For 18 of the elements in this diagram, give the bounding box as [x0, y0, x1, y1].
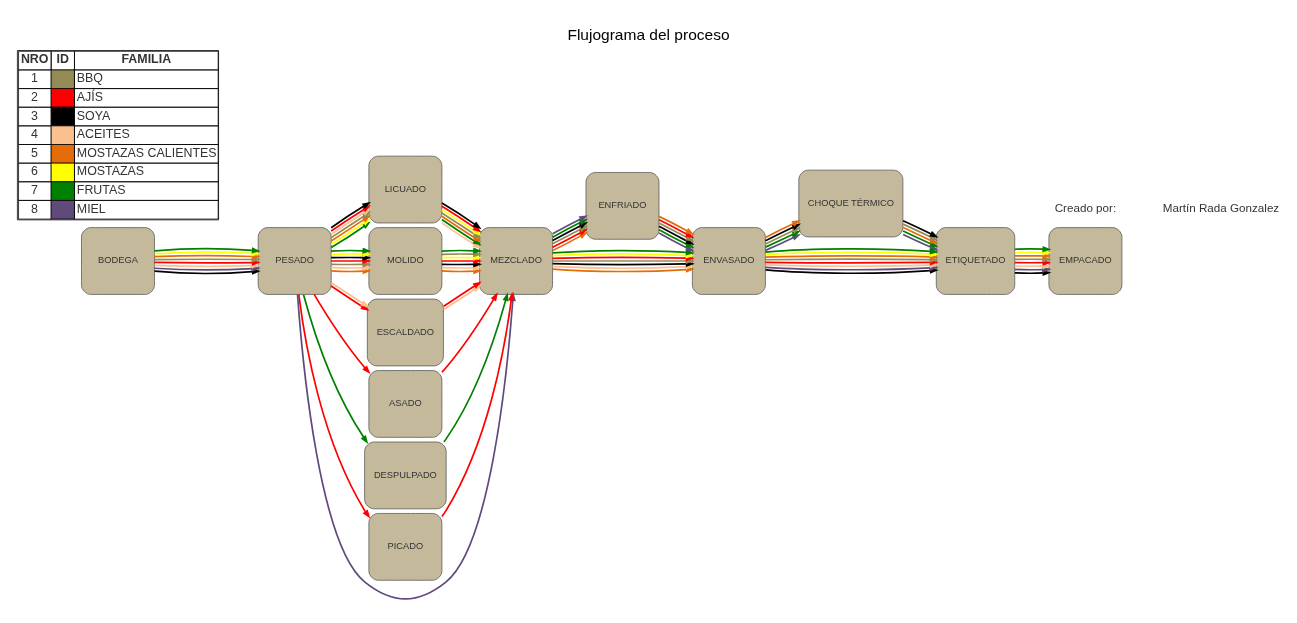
legend-label: MOSTAZAS CALIENTES [76, 145, 217, 160]
legend-label: BBQ [76, 71, 104, 86]
legend-label: SOYA [76, 108, 111, 123]
label: 8 [30, 201, 38, 216]
label: 4 [30, 127, 38, 142]
label: Martín Rada Gonzalez [1162, 200, 1280, 214]
label: 6 [30, 164, 38, 179]
legend-label: AJÍS [76, 89, 104, 104]
label: Creado por: [1054, 200, 1117, 214]
label: FAMILIA [121, 51, 172, 66]
legend-label: MOSTAZAS [76, 164, 145, 179]
label: NRO [20, 51, 49, 66]
diagram-title: Flujograma del proceso [567, 25, 730, 43]
legend-label: FRUTAS [76, 183, 126, 198]
label: 2 [30, 89, 38, 104]
label: ID [56, 51, 70, 66]
legend-label: ACEITES [76, 127, 130, 142]
legend-label: MIEL [76, 201, 106, 216]
